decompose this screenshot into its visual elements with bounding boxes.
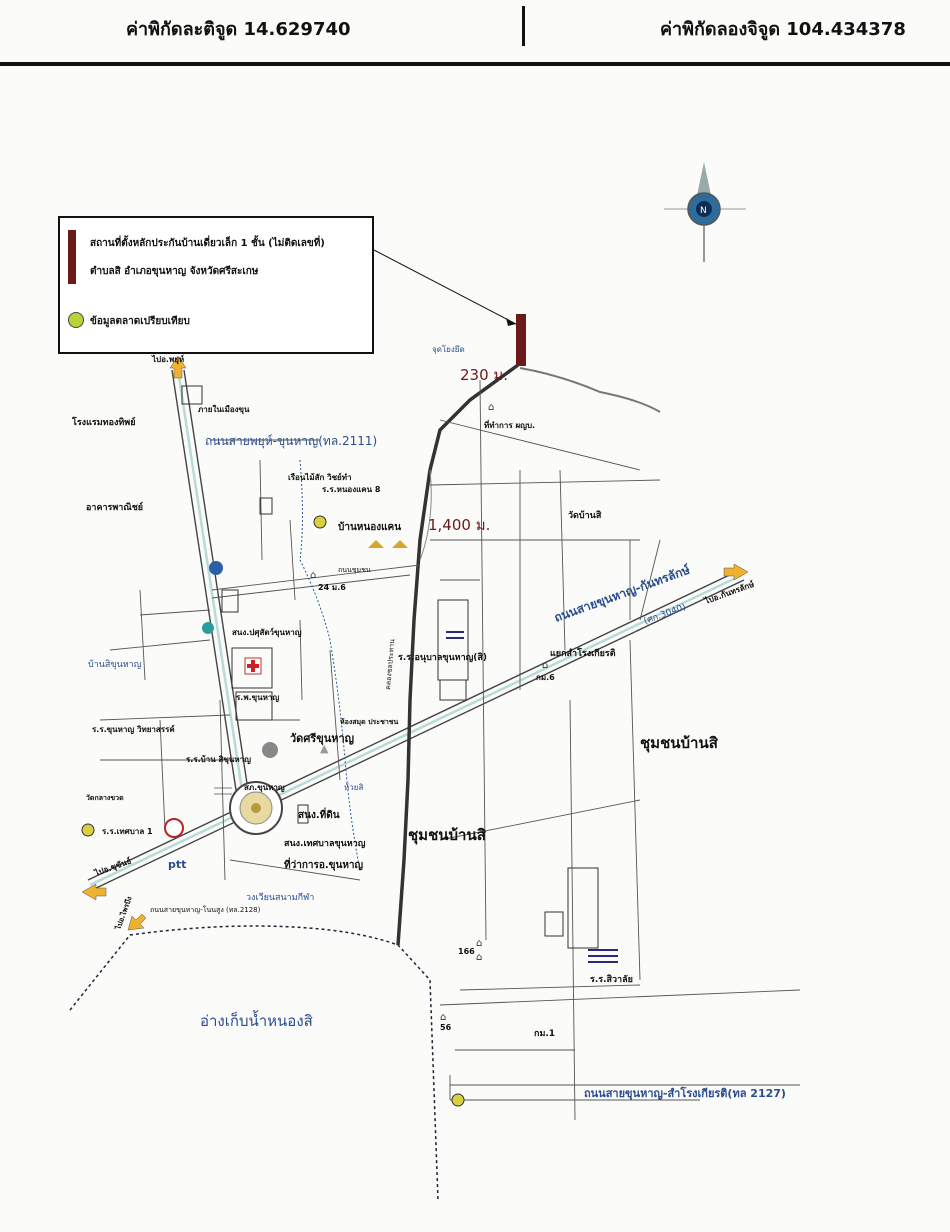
label-community-2: ชุมชนบ้านสิ	[408, 826, 487, 845]
arrow-west	[81, 883, 107, 901]
latitude-label: ค่าพิกัดละติจูด 14.629740	[126, 19, 351, 40]
legend-item-1: สถานที่ตั้งหลักประกันบ้านเดี่ยวเล็ก 1 ชั…	[90, 238, 325, 249]
hospital-icon	[244, 657, 262, 675]
label-junction: จุดโยงยึด	[432, 344, 465, 354]
legend-item-3: ข้อมูลตลาดเปรียบเทียบ	[90, 316, 190, 327]
label-road-2128: ถนนสายขุนหาญ-โนนสูง (ทล.2128)	[150, 905, 261, 914]
label-reservoir: อ่างเก็บน้ำหนองสิ	[200, 1010, 313, 1030]
district-office-icon	[262, 742, 278, 758]
irrigation-canal	[396, 363, 520, 946]
road-2111	[171, 369, 249, 791]
legend-item-2: ตำบลสิ อำเภอขุนหาญ จังหวัดศรีสะเกษ	[90, 266, 259, 277]
label-wat-si-khunhan: วัดศรีขุนหาญ	[290, 732, 354, 746]
label-to-phu-sing: ไปอ.พยุห์	[151, 354, 184, 365]
svg-text:⌂: ⌂	[476, 938, 482, 949]
stream	[299, 459, 361, 871]
label-km6: กม.6	[536, 673, 555, 682]
header-rule	[0, 62, 950, 66]
road-2128	[69, 925, 439, 1201]
label-school-nongkae: ร.ร.หนองแคน 8	[322, 485, 381, 494]
label-road-2111: ถนนสายพยุห์-ขุนหาญ(ทล.2111)	[205, 434, 377, 449]
road-kanthararak	[87, 569, 745, 891]
label-canal: คลองชลประทาน	[384, 639, 396, 691]
label-km1: กม.1	[534, 1029, 555, 1039]
label-house-56: 56	[440, 1023, 452, 1032]
arrow-east	[723, 563, 749, 581]
label-library: ห้องสมุด ประชาชน	[340, 717, 399, 726]
label-road-2127: ถนนสายขุนหาญ-สำโรงเกียรติ(ทล 2127)	[584, 1086, 786, 1101]
comparable-marker	[81, 515, 465, 1107]
label-commercial: อาคารพาณิชย์	[86, 501, 143, 513]
svg-text:▲: ▲	[320, 742, 329, 755]
label-municipal: สนง.เทศบาลขุนหาญ	[284, 839, 366, 849]
label-ban-si-khunhan: บ้านสิขุนหาญ	[88, 659, 142, 670]
label-gas-station: ภายในเมืองขุน	[198, 404, 250, 415]
label-intersection: แยกสำโรงเกียรติ	[550, 647, 616, 659]
comparable-swatch	[68, 312, 84, 328]
label-school-ban-si: ร.ร.บ้าน สิขุนหาญ	[186, 754, 251, 765]
header-divider	[522, 6, 525, 46]
svg-text:⌂: ⌂	[542, 660, 548, 671]
coordinate-header: ค่าพิกัดละติจูด 14.629740 ค่าพิกัดลองจิจ…	[0, 0, 950, 70]
label-school-khunhan-wit: ร.ร.ขุนหาญ วิทยาสรรค์	[92, 724, 175, 735]
svg-text:N: N	[700, 206, 707, 216]
label-m6: 24 ม.6	[318, 583, 346, 592]
house-icon	[368, 540, 408, 548]
gas-station-icon	[209, 561, 223, 575]
svg-text:⌂: ⌂	[488, 402, 494, 413]
label-ban-nongkaen: บ้านหนองแคน	[338, 521, 401, 533]
local-roads	[99, 379, 801, 1121]
label-tambon-office: สนง.ปศุสัตว์ขุนหาญ	[232, 627, 302, 638]
label-wood-house: เรือนไม้สัก วิชย์ทำ	[288, 472, 352, 482]
label-distance-1400: 1,400 ม.	[428, 516, 490, 534]
label-huai-si: ห้วยสิ	[344, 783, 363, 792]
subject-property-marker	[516, 314, 526, 366]
roundabout	[229, 781, 283, 835]
longitude-label: ค่าพิกัดลองจิจูด 104.434378	[660, 19, 906, 40]
label-hospital: ร.พ.ขุนหาญ	[236, 693, 279, 703]
label-district-office: สภ.ขุนหาญ	[244, 783, 285, 793]
label-community-1: ชุมชนบ้านสิ	[640, 734, 719, 753]
label-land-office: สนง.ที่ดิน	[298, 807, 340, 821]
svg-text:⌂: ⌂	[310, 570, 316, 581]
hospital-block	[231, 647, 273, 689]
svg-text:⌂: ⌂	[476, 952, 482, 963]
label-school-siwalai: ร.ร.สิวาลัย	[590, 974, 633, 985]
label-house-166: 166	[458, 947, 475, 956]
label-stadium: วงเวียนสนามกีฬา	[246, 892, 314, 903]
label-office: ที่ทำการ ผญบ.	[484, 419, 535, 431]
subject-marker-swatch	[68, 230, 76, 284]
label-wat-ban-si: วัดบ้านสิ	[568, 510, 602, 521]
label-road-small: ถนนชุมชน	[338, 566, 371, 574]
label-school-anuban: ร.ร.อนุบาลขุนหาญ(สิ)	[398, 652, 487, 663]
map-legend: สถานที่ตั้งหลักประกันบ้านเดี่ยวเล็ก 1 ชั…	[58, 216, 374, 354]
label-district-hall: ที่ว่าการอ.ขุนหาญ	[284, 857, 364, 871]
label-distance-230: 230 ม.	[460, 366, 508, 384]
arrow-south	[127, 913, 147, 931]
label-ptt: ptt	[168, 858, 186, 871]
svg-text:⌂: ⌂	[440, 1012, 446, 1023]
label-wat-klang: วัดกลางขวด	[86, 794, 124, 802]
arrow-north	[169, 355, 187, 379]
label-school-kakao: ร.ร.เทศบาล 1	[102, 827, 153, 836]
label-to-kanthararak: ไปอ.กันทรลักษ์	[702, 579, 756, 607]
label-hotel: โรงแรมทองทิพย์	[71, 416, 136, 428]
compass-icon: N	[664, 162, 746, 262]
